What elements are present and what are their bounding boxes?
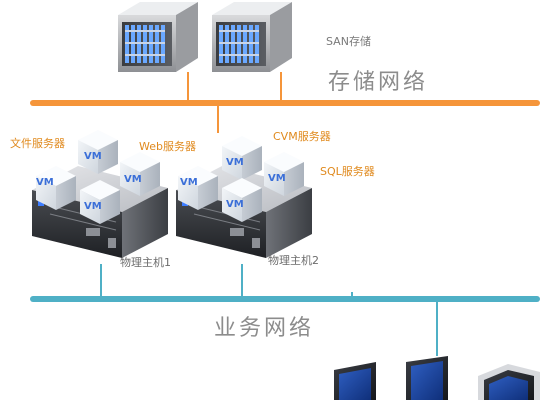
client-monitor-icon-1: [334, 362, 376, 400]
vm-cube-icon-6: [222, 136, 262, 180]
vm-label-1: VM: [36, 177, 54, 188]
storage-network-bus: [30, 100, 540, 106]
vm-cube-icon-1: [36, 166, 76, 210]
client-monitor-icon-3: [478, 364, 540, 400]
san-storage-icon-1: [118, 2, 198, 72]
host1-label: 物理主机1: [120, 256, 171, 269]
client-monitor-icon-2: [406, 356, 448, 400]
business-network-bus: [30, 296, 540, 302]
sql-server-label: SQL服务器: [320, 165, 375, 178]
host2-label: 物理主机2: [268, 254, 319, 267]
vm-label-2: VM: [84, 151, 102, 162]
vm-label-6: VM: [226, 157, 244, 168]
vm-label-3: VM: [124, 174, 142, 185]
vm-label-7: VM: [268, 173, 286, 184]
vm-cube-icon-2: [78, 130, 118, 174]
vm-cube-icon-4: [80, 180, 120, 224]
san-storage-icon-2: [212, 2, 292, 72]
storage-network-label: 存储网络: [328, 70, 429, 95]
vm-cube-icon-7: [264, 152, 304, 196]
vm-cube-icon-8: [222, 178, 262, 222]
web-server-label: Web服务器: [139, 140, 196, 153]
vm-label-5: VM: [180, 177, 198, 188]
vm-cube-icon-5: [178, 166, 218, 210]
business-network-label: 业务网络: [214, 316, 315, 341]
san-storage-label: SAN存储: [326, 35, 371, 48]
vm-label-4: VM: [84, 201, 102, 212]
vm-cube-icon-3: [120, 152, 160, 196]
cvm-server-label: CVM服务器: [273, 130, 331, 143]
file-server-label: 文件服务器: [10, 137, 65, 150]
vm-label-8: VM: [226, 199, 244, 210]
